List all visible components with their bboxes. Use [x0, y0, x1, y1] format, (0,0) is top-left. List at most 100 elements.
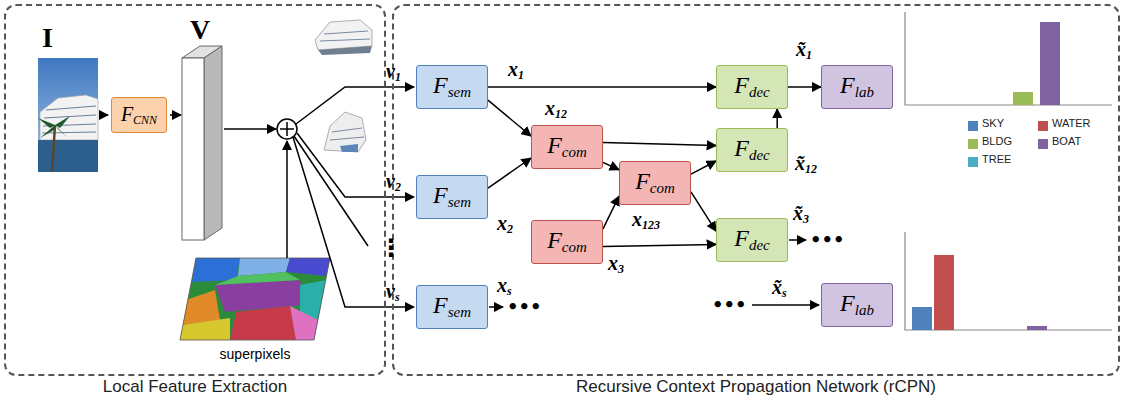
symbol-base: v: [386, 280, 395, 302]
symbol-base: v: [386, 60, 395, 82]
symbol-base: F: [734, 72, 749, 98]
box-label: Fdec: [734, 73, 770, 100]
context-feature: x̃12: [795, 152, 817, 177]
cnn-box: FCNN: [111, 97, 167, 133]
chart-bar: [912, 307, 932, 330]
symbol-base: F: [433, 182, 448, 208]
image-symbol: I: [42, 22, 53, 54]
ellipsis: •••: [810, 229, 845, 250]
box-label: Fsem: [433, 293, 471, 320]
chart-bar: [1027, 326, 1047, 330]
symbol-subscript: 1: [395, 70, 401, 84]
connector-arrow: [488, 86, 716, 88]
superpixel-region: [180, 318, 230, 340]
symbol-base: F: [433, 72, 448, 98]
slab-side: [204, 46, 222, 240]
symbol-base: x̃: [796, 38, 806, 60]
decombiner-box: Fdec: [716, 218, 788, 262]
connector-arrow: [776, 109, 778, 128]
connector-arrow: [603, 244, 716, 246]
symbol-subscript: sem: [448, 305, 471, 321]
symbol-base: F: [547, 227, 562, 253]
symbol-base: x̃: [793, 202, 803, 224]
flow-arrow: [286, 141, 288, 258]
semantic-mapping-box: Fsem: [416, 175, 488, 219]
symbol-subscript: sem: [448, 85, 471, 101]
symbol-subscript: com: [650, 181, 675, 197]
feature-extraction-panel: Local Feature ExtractionFCNN: [4, 4, 386, 376]
symbol-subscript: 3: [618, 262, 624, 276]
semantic-mapping-box: Fsem: [416, 285, 488, 329]
semantic-feature: x1: [508, 58, 524, 83]
symbol-base: x: [497, 274, 507, 296]
combiner-box: Fcom: [531, 125, 603, 169]
photo-palm-trunk: [52, 125, 55, 172]
connector-arrow: [603, 143, 716, 146]
semantic-feature: x123: [632, 208, 660, 233]
panel-title: Local Feature Extraction: [6, 377, 384, 397]
box-label: Flab: [840, 291, 874, 318]
symbol-base: x̃: [795, 152, 805, 174]
region-crop: [324, 112, 366, 152]
connector-arrow: [691, 161, 716, 174]
symbol-subscript: 2: [395, 180, 401, 194]
box-label: Fdec: [734, 136, 770, 163]
panel-title: Recursive Context Propagation Network (r…: [394, 377, 1118, 397]
region-feature: vs: [386, 280, 400, 305]
legend-swatch: [968, 121, 978, 131]
connector-arrow: [691, 192, 716, 231]
slab-front: [182, 58, 204, 240]
symbol-subscript: lab: [855, 85, 874, 101]
symbol-subscript: CNN: [133, 113, 157, 127]
semantic-feature: x2: [497, 212, 513, 237]
decombiner-box: Fdec: [716, 128, 788, 172]
connector-arrow: [488, 158, 531, 188]
context-feature: x̃s: [772, 276, 787, 301]
superpixel-region: [182, 290, 220, 325]
region-crop: [315, 20, 372, 55]
semantic-feature: x12: [545, 97, 567, 122]
legend-swatch: [1038, 139, 1048, 149]
box-label: FCNN: [121, 104, 157, 126]
symbol-base: x̃: [772, 276, 782, 298]
symbol-subscript: 12: [805, 162, 817, 176]
symbol-subscript: dec: [749, 85, 770, 101]
symbol-base: F: [635, 168, 650, 194]
superpixel-outline: [180, 258, 330, 340]
flow-arrow: [224, 128, 276, 130]
flow-line: [294, 136, 368, 246]
box-label: Flab: [840, 73, 874, 100]
crop-ship: [324, 112, 366, 152]
flow-arrow: [170, 114, 181, 116]
feature-map-symbol: V: [190, 14, 210, 46]
context-feature: x̃1: [796, 38, 812, 63]
symbol-base: x: [545, 97, 555, 119]
flow-arrow: [789, 239, 806, 241]
semantic-feature: xs: [497, 274, 512, 299]
legend-swatch: [968, 139, 978, 149]
feature-map-slab: [182, 46, 222, 240]
connector-arrow: [488, 100, 531, 136]
symbol-subscript: 3: [803, 212, 809, 226]
symbol-subscript: s: [782, 286, 787, 300]
superpixel-region: [290, 306, 318, 340]
crop-ship: [315, 20, 372, 50]
symbol-base: v: [386, 170, 395, 192]
flow-arrow: [293, 137, 414, 307]
semantic-feature: x3: [608, 252, 624, 277]
bar-chart: [905, 12, 1112, 105]
photo-ship: [40, 95, 98, 140]
legend-text: SKY: [982, 117, 1004, 129]
chart-bar: [1013, 92, 1033, 105]
legend-text: TREE: [982, 153, 1011, 165]
superpixels-caption: superpixels: [220, 346, 291, 362]
symbol-base: F: [734, 135, 749, 161]
flow-arrow: [489, 306, 503, 308]
flow-arrow: [297, 133, 414, 197]
crop-water: [340, 144, 358, 152]
box-label: Fcom: [635, 169, 675, 196]
symbol-base: F: [547, 132, 562, 158]
region-wires: [293, 87, 819, 307]
symbol-subscript: s: [395, 290, 400, 304]
